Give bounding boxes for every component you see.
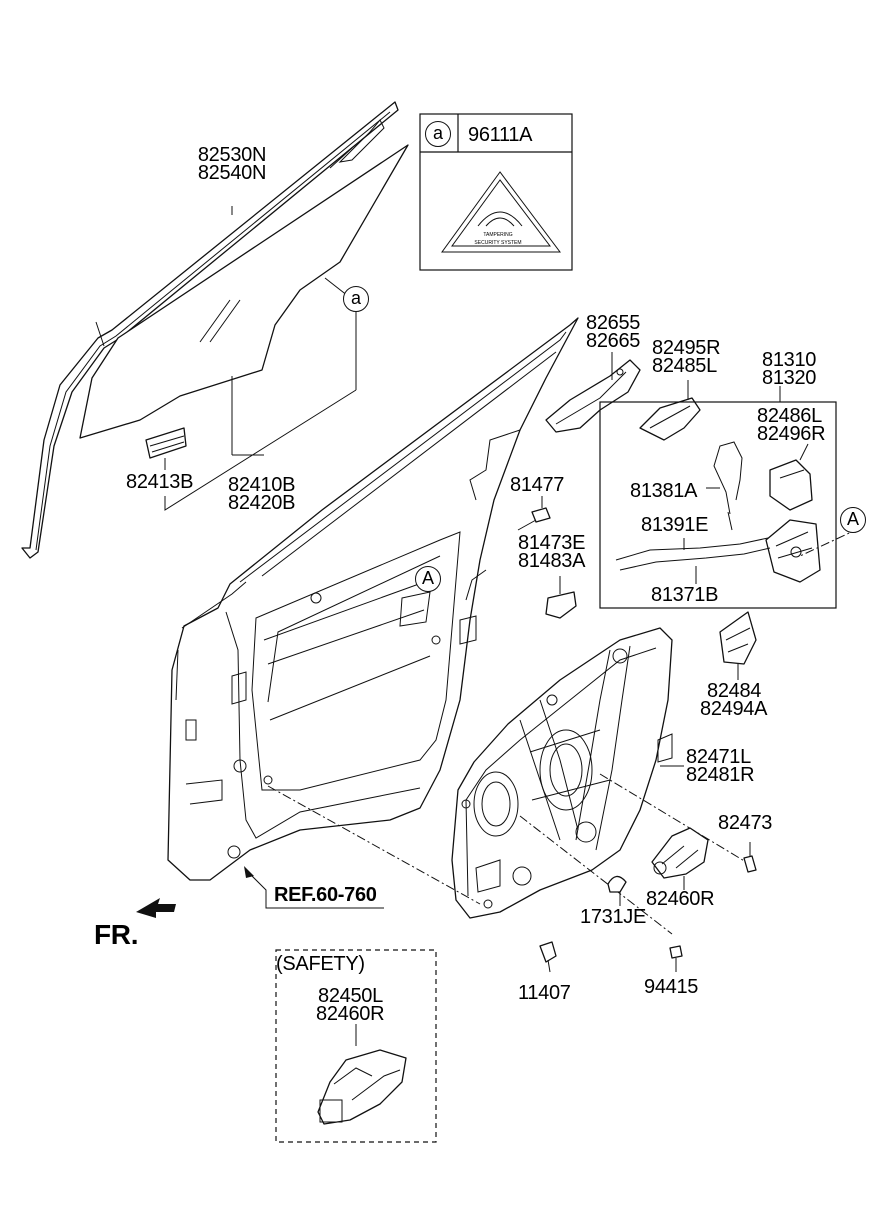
label-regulator-2: 82481R	[686, 764, 755, 786]
outside-handle	[545, 359, 641, 433]
handle-bracket	[639, 397, 701, 441]
label-glass-run-2: 82540N	[197, 162, 267, 184]
label-outside-handle-1: 82655	[586, 312, 641, 334]
label-bolt-11407: 11407	[518, 982, 571, 1004]
plug-1731je	[607, 875, 627, 893]
label-screw-82473: 82473	[718, 812, 773, 834]
label-clip-1: 81473E	[518, 532, 586, 554]
label-lower-bracket-1: 82484	[707, 680, 762, 702]
glass-run-channel	[21, 101, 399, 559]
label-window-glass-1: 82410B	[228, 474, 296, 496]
safety-box	[275, 949, 437, 1143]
label-plug: 1731JE	[580, 906, 647, 928]
label-sticker: 96111A	[468, 124, 533, 146]
label-safety-title: (SAFETY)	[276, 953, 365, 975]
sticker-line-2: SECURITY SYSTEM	[474, 240, 521, 246]
latch-cover	[769, 459, 813, 511]
regulator-module	[451, 627, 673, 919]
window-glass	[79, 144, 409, 439]
tag-a-glass: a	[343, 286, 369, 312]
front-arrow	[136, 898, 176, 918]
label-screw-94415: 94415	[644, 976, 699, 998]
label-handle-bracket-2: 82485L	[652, 355, 717, 377]
window-motor	[651, 827, 709, 879]
label-clip-2: 81483A	[518, 550, 586, 572]
label-outside-cable: 81371B	[651, 584, 719, 606]
label-ref: REF.60-760	[274, 884, 377, 906]
label-lock-cable: 81381A	[630, 480, 698, 502]
bolt-81477	[517, 507, 551, 531]
latch-box	[599, 401, 837, 609]
lower-bracket	[719, 611, 757, 665]
glass-clip	[145, 427, 187, 459]
sticker-box	[419, 113, 573, 271]
tag-a-latch: A	[840, 507, 866, 533]
label-bolt-81477: 81477	[510, 474, 565, 496]
label-glass-run-1: 82530N	[197, 144, 267, 166]
ref-arrow	[244, 866, 384, 909]
label-front: FR.	[94, 919, 139, 950]
label-inside-cable: 81391E	[641, 514, 709, 536]
sticker-line-1: TAMPERING	[483, 232, 512, 238]
lock-cable	[713, 441, 743, 531]
tag-a-sticker: a	[425, 121, 451, 147]
label-handle-bracket-1: 82495R	[652, 337, 721, 359]
label-regulator-1: 82471L	[686, 746, 751, 768]
inside-cable	[615, 537, 771, 571]
label-safety-motor-1: 82450L	[318, 985, 383, 1007]
label-lower-bracket-2: 82494A	[700, 698, 768, 720]
bolt-11407	[539, 941, 557, 973]
safety-motor	[317, 1049, 407, 1125]
label-safety-motor-2: 82460R	[316, 1003, 385, 1025]
label-motor: 82460R	[646, 888, 715, 910]
label-latch-cover-2: 82496R	[757, 423, 826, 445]
latch-assembly	[765, 519, 821, 583]
screw-82473	[743, 855, 757, 873]
label-window-glass-2: 82420B	[228, 492, 296, 514]
door-panel	[167, 317, 579, 881]
label-outside-handle-2: 82665	[586, 330, 641, 352]
screw-94415	[669, 945, 683, 959]
label-glass-clip: 82413B	[126, 471, 194, 493]
label-latch-1: 81310	[762, 349, 817, 371]
label-latch-cover-1: 82486L	[757, 405, 822, 427]
door-clip	[545, 591, 577, 619]
tag-a-door: A	[415, 566, 441, 592]
label-latch-2: 81320	[762, 367, 817, 389]
